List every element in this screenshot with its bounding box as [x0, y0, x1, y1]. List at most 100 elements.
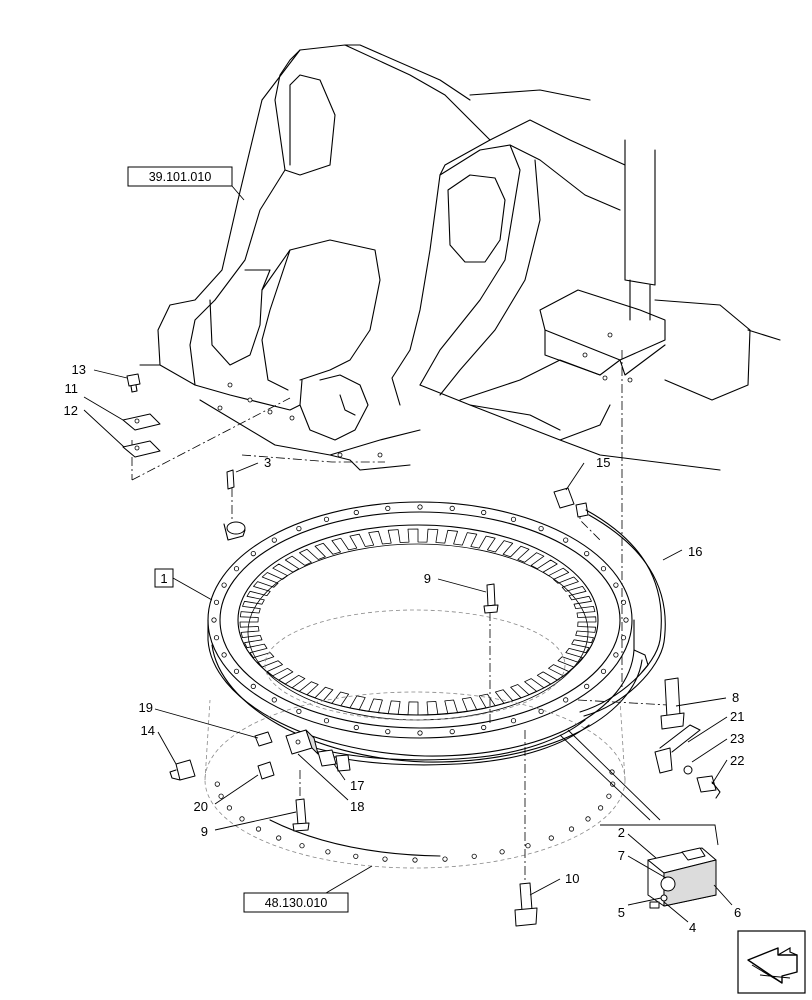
- bolt-hole: [213, 599, 220, 605]
- bolt-hole: [449, 728, 455, 735]
- callout-5: 5: [618, 905, 625, 920]
- lower-frame-reference[interactable]: 48.130.010: [243, 892, 349, 913]
- bolt-hole: [481, 509, 487, 516]
- bolt-hole: [597, 805, 604, 811]
- callout-labels: 13 11 12 3 9 15 16 8 21 23 22 19 14 1 7 1…: [64, 362, 745, 935]
- bolt-13: [126, 373, 141, 393]
- bolt-hole: [620, 635, 627, 641]
- bolt-hole: [548, 835, 554, 841]
- bolt-hole: [211, 617, 217, 623]
- bolt-hole: [499, 849, 505, 855]
- bolt-hole: [271, 697, 277, 703]
- callout-16: 16: [688, 544, 702, 559]
- bolt-hole: [233, 566, 240, 572]
- bolt-hole: [538, 708, 544, 715]
- bolt-hole: [600, 668, 607, 674]
- connector-15: [553, 487, 589, 518]
- bolt-hole: [568, 826, 575, 832]
- bolt-hole: [525, 843, 531, 849]
- callout-21: 21: [730, 709, 744, 724]
- bolt-hole: [613, 652, 619, 658]
- bolt-hole: [412, 857, 418, 863]
- callout-10: 10: [565, 871, 579, 886]
- bolt-hole: [299, 843, 305, 849]
- bolt-hole: [442, 856, 448, 862]
- arrow-icon[interactable]: [737, 930, 806, 994]
- swing-bearing: [204, 501, 649, 869]
- fitting-19: [254, 731, 273, 747]
- pin-3: [223, 469, 246, 541]
- bolt-hole: [600, 566, 607, 572]
- callout-3: 3: [264, 455, 271, 470]
- bolt-hole: [296, 708, 302, 715]
- bolt-hole: [353, 509, 359, 516]
- bolt-hole: [606, 793, 612, 799]
- bolt-hole: [385, 728, 391, 735]
- callout-7: 7: [618, 848, 625, 863]
- bolt-hole: [353, 853, 359, 859]
- lower-frame-reference-label: 48.130.010: [265, 896, 328, 910]
- callout-22: 22: [730, 753, 744, 768]
- bolt-hole: [214, 781, 220, 787]
- bolt-hole: [563, 537, 569, 543]
- bolt-8: [660, 677, 685, 730]
- callout-20: 20: [194, 799, 208, 814]
- bolt-hole: [609, 769, 615, 775]
- upper-frame-reference-label: 39.101.010: [149, 170, 212, 184]
- callout-2: 2: [618, 825, 625, 840]
- bolt-hole: [538, 525, 544, 532]
- bolt-hole: [323, 516, 330, 522]
- bolt-hole: [271, 537, 277, 543]
- callout-13: 13: [72, 362, 86, 377]
- bolt-hole: [255, 826, 262, 832]
- bolt-hole: [585, 816, 591, 822]
- bolt-hole: [296, 525, 302, 532]
- bolt-hole: [613, 582, 619, 588]
- bolt-hole: [239, 816, 245, 822]
- hose-end-17: [317, 749, 351, 772]
- callout-9-upper: 9: [424, 571, 431, 586]
- callout-1[interactable]: 1: [154, 568, 174, 588]
- bolt-9-upper: [483, 583, 499, 614]
- bolt-hole: [382, 856, 388, 862]
- bolt-hole: [250, 683, 256, 690]
- bolt-hole: [221, 652, 227, 658]
- bolt-hole: [323, 718, 330, 724]
- callout-19: 19: [139, 700, 153, 715]
- bolt-hole: [623, 617, 629, 623]
- callout-12: 12: [64, 403, 78, 418]
- callout-18: 18: [350, 799, 364, 814]
- grease-fitting-14: [169, 759, 196, 781]
- bolt-hole: [417, 730, 423, 736]
- cover-plate-11: [122, 413, 161, 431]
- gasket-12: [122, 440, 161, 458]
- bolt-hole: [510, 516, 517, 522]
- bolt-hole: [353, 724, 359, 731]
- upper-frame-reference[interactable]: 39.101.010: [127, 166, 233, 187]
- bolt-hole: [584, 683, 590, 690]
- bolt-hole: [213, 635, 220, 641]
- bolt-hole: [325, 849, 331, 855]
- detail-assembly: [647, 847, 717, 909]
- bolt-hole: [218, 793, 224, 799]
- callout-14: 14: [141, 723, 155, 738]
- distribution-block-18: [285, 729, 319, 755]
- callout-15: 15: [596, 455, 610, 470]
- bolt-9-lower: [292, 798, 310, 832]
- callout-4: 4: [689, 920, 696, 935]
- callout-11: 11: [65, 381, 79, 396]
- bolt-hole: [584, 550, 590, 557]
- bolt-hole: [563, 697, 569, 703]
- fitting-20: [257, 761, 275, 780]
- bolt-hole: [481, 724, 487, 731]
- bolt-hole: [449, 505, 455, 511]
- bolt-10: [514, 882, 538, 927]
- callout-6: 6: [734, 905, 741, 920]
- bolt-hole: [471, 853, 477, 859]
- callout-23: 23: [730, 731, 744, 746]
- bolt-hole: [417, 504, 423, 510]
- upper-frame: [139, 44, 781, 471]
- bolt-hole: [221, 582, 227, 588]
- callout-8: 8: [732, 690, 739, 705]
